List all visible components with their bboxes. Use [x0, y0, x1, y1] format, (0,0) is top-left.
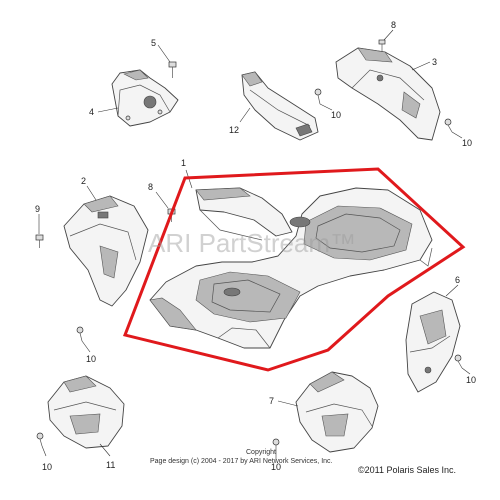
callout-10c[interactable]: 10: [86, 354, 96, 364]
leader-11: [99, 443, 111, 457]
part-10-pin-right[interactable]: [444, 118, 453, 133]
part-5-screw[interactable]: [168, 61, 177, 78]
part-1-floor-tub[interactable]: [149, 187, 433, 349]
watermark-text: ARI PartStream™: [148, 228, 356, 258]
callout-11[interactable]: 11: [106, 460, 115, 470]
leader-8b: [155, 191, 169, 209]
leader-7: [277, 400, 299, 407]
part-7-lower-cover[interactable]: [295, 371, 379, 453]
callout-10d[interactable]: 10: [466, 375, 476, 385]
leader-3: [411, 61, 431, 71]
leader-10d: [461, 367, 471, 375]
part-4-housing[interactable]: [111, 69, 179, 127]
part-11-lower-left-cover[interactable]: [47, 375, 125, 449]
part-6-side-cover[interactable]: [405, 291, 461, 393]
leader-12: [239, 107, 251, 123]
copyright-label: Copyright: [246, 449, 276, 456]
part-10-pin-right-low[interactable]: [454, 354, 463, 369]
leader-10f: [41, 445, 47, 457]
callout-8a[interactable]: 8: [391, 20, 396, 30]
callout-6[interactable]: 6: [455, 275, 460, 285]
leader-10c: [81, 340, 91, 353]
leader-2: [86, 185, 97, 201]
part-9-screw[interactable]: [35, 234, 44, 248]
part-10-pin-left[interactable]: [76, 326, 84, 342]
callout-8b[interactable]: 8: [148, 182, 153, 192]
leader-5: [157, 44, 171, 63]
callout-2[interactable]: 2: [81, 176, 86, 186]
callout-10a[interactable]: 10: [331, 110, 341, 120]
leader-8a: [383, 29, 394, 41]
part-10-pin-bottom-left[interactable]: [36, 432, 44, 447]
leader-4: [97, 107, 119, 113]
part-12-bracket[interactable]: [241, 71, 319, 141]
part-8-screw-top[interactable]: [378, 39, 386, 52]
callout-5[interactable]: 5: [151, 38, 156, 48]
callout-4[interactable]: 4: [89, 107, 94, 117]
leader-10a: [319, 103, 333, 111]
part-10-pin-top[interactable]: [314, 88, 322, 105]
callout-10b[interactable]: 10: [462, 138, 472, 148]
leader-10b: [451, 131, 463, 139]
part-10-pin-bottom[interactable]: [272, 438, 280, 452]
part-3-right-panel[interactable]: [335, 47, 441, 141]
callout-3[interactable]: 3: [432, 57, 437, 67]
callout-9[interactable]: 9: [35, 204, 40, 214]
callout-10e[interactable]: 10: [271, 462, 281, 472]
callout-10f[interactable]: 10: [42, 462, 52, 472]
callout-12[interactable]: 12: [229, 125, 239, 135]
brand-copyright: ©2011 Polaris Sales Inc.: [358, 465, 456, 475]
callout-7[interactable]: 7: [269, 396, 274, 406]
leader-6: [445, 284, 459, 297]
copyright-line: Page design (c) 2004 - 2017 by ARI Netwo…: [150, 458, 333, 465]
selection-highlight: [122, 167, 466, 372]
part-2-left-panel[interactable]: [63, 195, 149, 307]
callout-1[interactable]: 1: [181, 158, 186, 168]
